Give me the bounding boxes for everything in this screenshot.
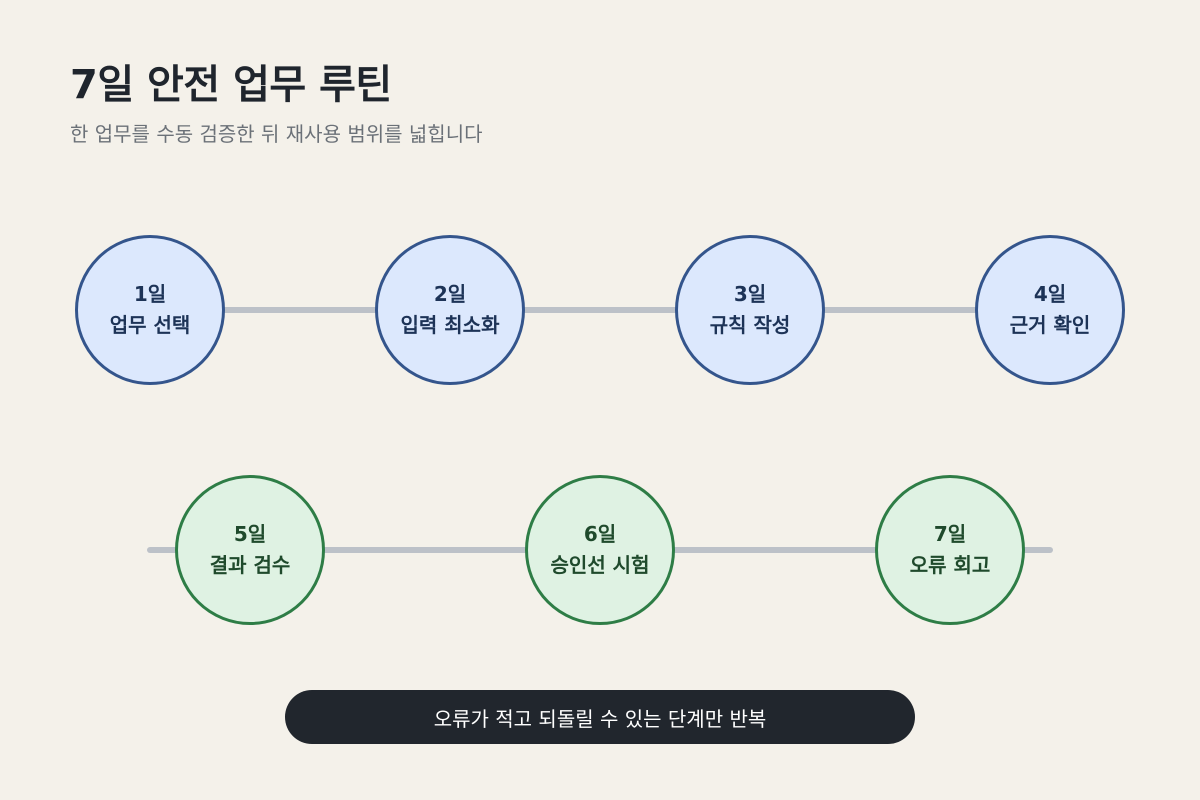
step-day: 3일: [733, 282, 767, 306]
step-label: 규칙 작성: [709, 313, 791, 337]
step-label: 오류 회고: [909, 553, 991, 577]
step-day: 5일: [233, 522, 267, 546]
step-label: 승인선 시험: [550, 553, 650, 577]
step-label: 근거 확인: [1009, 313, 1091, 337]
page-subtitle: 한 업무를 수동 검증한 뒤 재사용 범위를 넓힙니다: [70, 122, 483, 146]
step-label: 입력 최소화: [400, 313, 500, 337]
step-label: 결과 검수: [209, 553, 291, 577]
step-day: 1일: [133, 282, 167, 306]
step-node-day-3: 3일 규칙 작성: [675, 235, 825, 385]
step-day: 2일: [433, 282, 467, 306]
step-node-day-1: 1일 업무 선택: [75, 235, 225, 385]
step-day: 4일: [1033, 282, 1067, 306]
step-node-day-2: 2일 입력 최소화: [375, 235, 525, 385]
step-node-day-4: 4일 근거 확인: [975, 235, 1125, 385]
step-node-day-5: 5일 결과 검수: [175, 475, 325, 625]
step-label: 업무 선택: [109, 313, 191, 337]
step-day: 6일: [583, 522, 617, 546]
step-day: 7일: [933, 522, 967, 546]
step-node-day-6: 6일 승인선 시험: [525, 475, 675, 625]
summary-banner: 오류가 적고 되돌릴 수 있는 단계만 반복: [285, 690, 915, 744]
page-title: 7일 안전 업무 루틴: [70, 62, 392, 108]
step-node-day-7: 7일 오류 회고: [875, 475, 1025, 625]
connector-line-row-1: [150, 307, 1050, 313]
